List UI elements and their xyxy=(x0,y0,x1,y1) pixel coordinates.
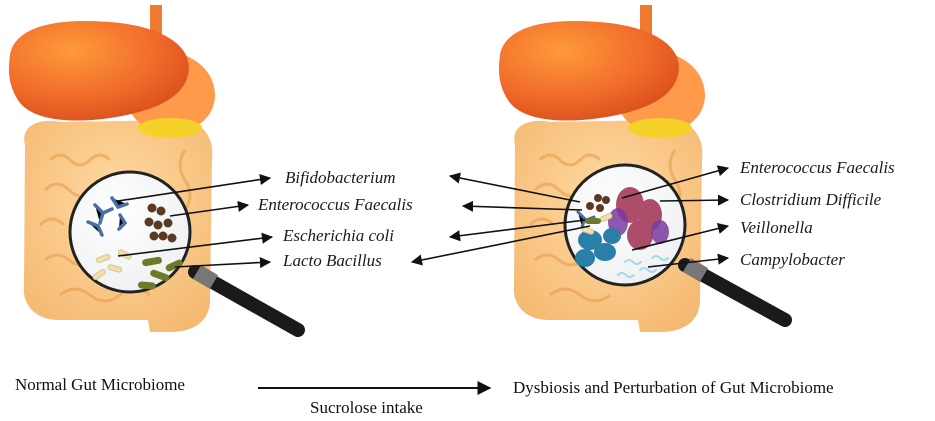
caption-dysbiosis: Dysbiosis and Perturbation of Gut Microb… xyxy=(513,378,834,397)
left-gut-illustration xyxy=(8,5,305,337)
right-bacteria-cluster xyxy=(575,187,669,278)
arrow-to-lactobacillus xyxy=(410,225,591,266)
right-magnifier xyxy=(563,163,792,327)
right-liver xyxy=(498,20,679,121)
arrow-clostridium xyxy=(659,194,730,206)
left-liver xyxy=(8,20,189,121)
arrow-campylobacter xyxy=(647,253,730,268)
right-gallbladder xyxy=(628,118,692,138)
right-arrows xyxy=(621,165,730,268)
label-clostridium-difficile: Clostridium Difficile xyxy=(740,190,882,209)
arrow-to-bifidobacterium xyxy=(448,172,581,203)
arrow-to-escherichia xyxy=(448,219,586,242)
left-magnifier xyxy=(68,170,305,337)
arrow-veillonella xyxy=(631,223,730,251)
caption-sucrolose-intake: Sucrolose intake xyxy=(310,398,423,417)
label-enterococcus-left: Enterococcus Faecalis xyxy=(257,195,413,214)
arrow-lactobacillus-left xyxy=(174,256,272,269)
label-bifidobacterium: Bifidobacterium xyxy=(285,168,395,187)
cross-arrows xyxy=(410,172,591,266)
label-escherichia-coli: Escherichia coli xyxy=(282,226,394,245)
arrow-enterococcus-left xyxy=(169,200,250,217)
caption-normal-gut: Normal Gut Microbiome xyxy=(15,375,185,394)
label-campylobacter: Campylobacter xyxy=(740,250,845,269)
arrow-escherichia-left xyxy=(117,232,274,257)
arrow-to-enterococcus xyxy=(461,200,583,212)
label-veillonella: Veillonella xyxy=(740,218,813,237)
arrow-enterococcus-right xyxy=(621,165,730,199)
left-arrows xyxy=(117,173,274,269)
right-gut-illustration xyxy=(498,5,792,333)
label-enterococcus-right: Enterococcus Faecalis xyxy=(739,158,895,177)
arrow-bifidobacterium xyxy=(117,173,272,202)
label-lacto-bacillus: Lacto Bacillus xyxy=(282,251,382,270)
left-gallbladder xyxy=(138,118,202,138)
